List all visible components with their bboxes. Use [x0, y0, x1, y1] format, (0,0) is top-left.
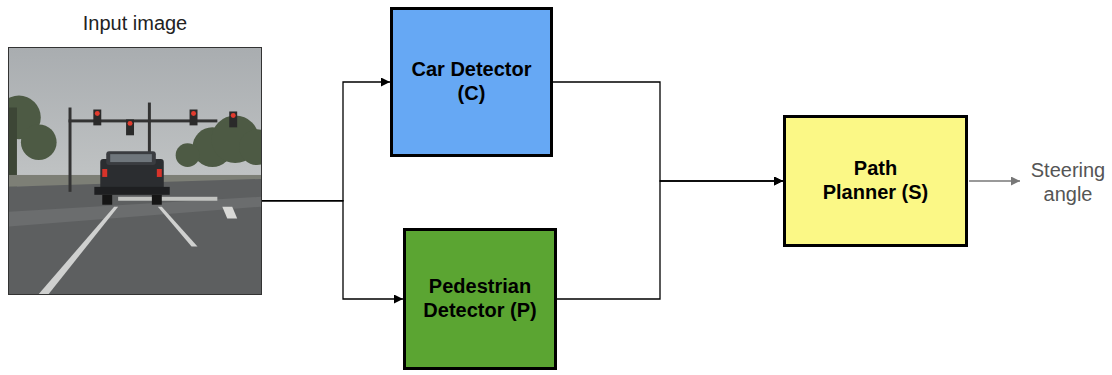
input-image: Input image — [8, 47, 262, 295]
process-box: Path Planner (S) — [783, 115, 968, 247]
output-label: Steering angle — [1028, 158, 1108, 206]
output-arrow — [969, 180, 1020, 182]
process-box: Pedestrian Detector (P) — [403, 228, 557, 370]
road-photo — [9, 48, 261, 294]
box-label: Path Planner (S) — [820, 157, 932, 204]
image-heading: Input image — [0, 12, 281, 35]
process-box: Car Detector (C) — [390, 7, 553, 157]
connector — [553, 82, 783, 181]
box-label: Pedestrian Detector (P) — [415, 275, 545, 322]
connector — [557, 181, 783, 299]
connector — [262, 201, 403, 299]
box-label: Car Detector (C) — [402, 58, 542, 105]
connector — [262, 82, 390, 201]
